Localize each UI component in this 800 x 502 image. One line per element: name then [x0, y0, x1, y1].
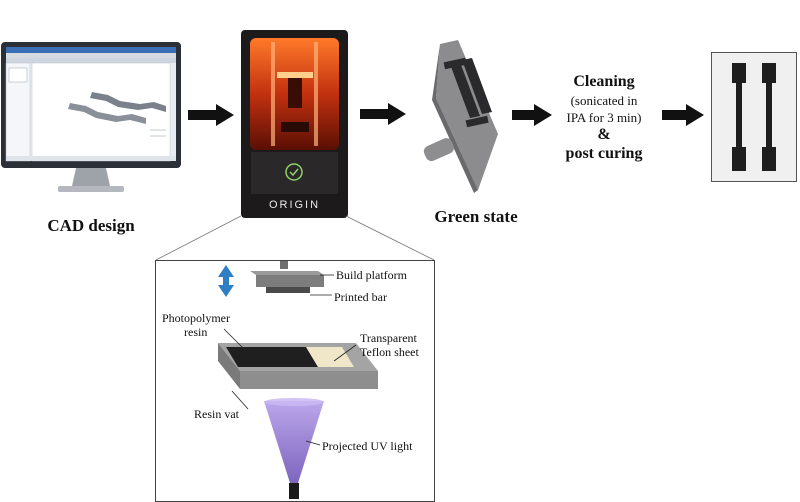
resin-vat-label: Resin vat [194, 407, 239, 421]
zoom-connector [150, 214, 440, 267]
teflon-label-2: Teflon sheet [360, 345, 419, 359]
cleaning-detail-1: (sonicated in [570, 93, 638, 108]
cleaning-block: Cleaning (sonicated in IPA for 3 min) & … [546, 72, 662, 164]
cad-design-label: CAD design [47, 216, 135, 235]
final-specimens-photo [711, 52, 797, 182]
teflon-label-1: Transparent [360, 331, 417, 345]
build-platform-label: Build platform [336, 268, 407, 282]
uv-light-label: Projected UV light [322, 439, 413, 453]
cad-monitor [0, 40, 182, 200]
printed-bar-label: Printed bar [334, 290, 387, 304]
photopolymer-label-1: Photopolymer [162, 311, 230, 325]
cleaning-ampersand: & [597, 126, 611, 143]
photopolymer-label-2: resin [184, 325, 208, 339]
printer-image [241, 30, 348, 218]
printer-brand: ORIGIN [268, 199, 321, 211]
schematic-panel: Build platform Printed bar Photopolymer … [155, 260, 435, 502]
cleaning-detail-2: IPA for 3 min) [566, 110, 642, 125]
green-state-image [418, 38, 510, 193]
flow-arrow-1 [188, 104, 234, 126]
cleaning-title: Cleaning [573, 73, 635, 90]
post-curing-label: post curing [565, 145, 643, 162]
flow-arrow-2 [360, 103, 406, 125]
green-state-label: Green state [434, 207, 518, 226]
flow-arrow-3 [512, 104, 552, 126]
flow-arrow-4 [662, 104, 704, 126]
